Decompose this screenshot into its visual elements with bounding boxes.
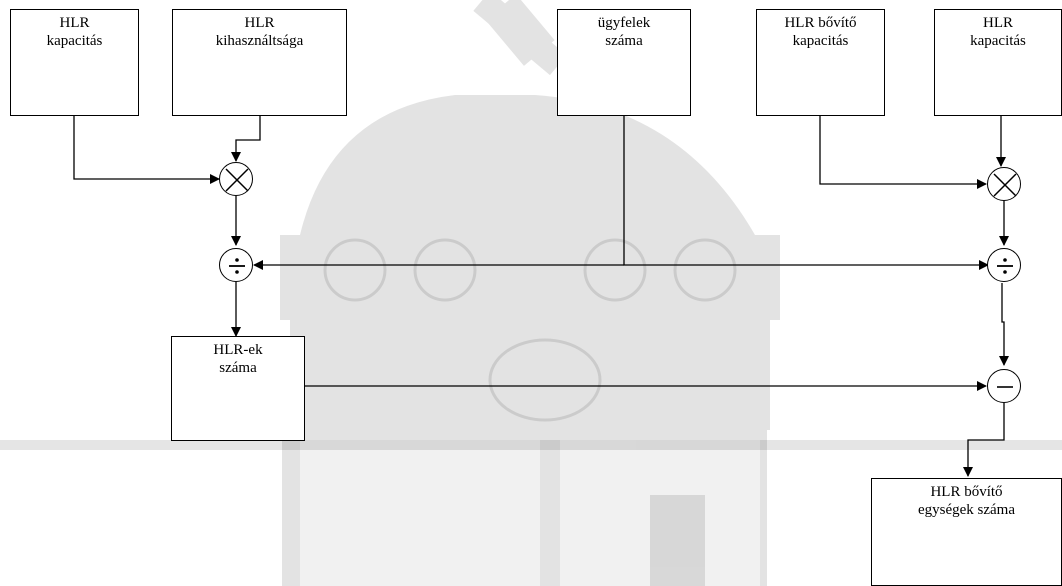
box-line: HLR [59, 15, 90, 31]
divide-operator-left [219, 248, 253, 282]
multiply-icon [225, 168, 249, 192]
box-hlr-utilization: HLR kihasználtsága [172, 9, 347, 116]
box-line: HLR bővítő [784, 15, 857, 31]
box-line: kapacitás [46, 33, 103, 49]
box-hlr-count: HLR-ek száma [171, 336, 305, 441]
box-line: kihasználtsága [215, 33, 304, 49]
divide-operator-right [987, 248, 1021, 282]
box-line: egységek száma [917, 502, 1016, 518]
multiply-operator-right [987, 167, 1021, 201]
box-line: száma [605, 33, 643, 49]
minus-icon [997, 386, 1013, 388]
box-hlr-capacity-right: HLR kapacitás [934, 9, 1062, 116]
box-line: kapacitás [792, 33, 849, 49]
edge-subtract-to-units [963, 403, 1005, 477]
box-expansion-units: HLR bővítő egységek száma [871, 478, 1062, 586]
box-line: ügyfelek [597, 15, 651, 31]
edge-utilization-to-multiply [231, 115, 261, 162]
multiply-operator-left [219, 162, 253, 196]
box-line: HLR bővítő [930, 484, 1003, 500]
divide-icon [997, 258, 1013, 274]
edge-customers-to-dividers [623, 115, 989, 270]
box-hlr-expansion-capacity: HLR bővítő kapacitás [756, 9, 885, 116]
edge-divide-to-subtract [999, 283, 1009, 366]
edge-expansion-to-multiply [819, 115, 987, 189]
box-customers: ügyfelek száma [557, 9, 691, 116]
box-line: HLR [244, 15, 275, 31]
box-line: HLR [983, 15, 1013, 31]
box-line: HLR-ek [213, 342, 263, 358]
box-line: kapacitás [970, 33, 1026, 49]
box-line: száma [219, 360, 257, 376]
box-hlr-capacity-left: HLR kapacitás [10, 9, 139, 116]
edge-capacity-to-multiply [73, 115, 220, 184]
subtract-operator [987, 369, 1021, 403]
divide-icon [229, 258, 245, 274]
multiply-icon [993, 173, 1017, 197]
